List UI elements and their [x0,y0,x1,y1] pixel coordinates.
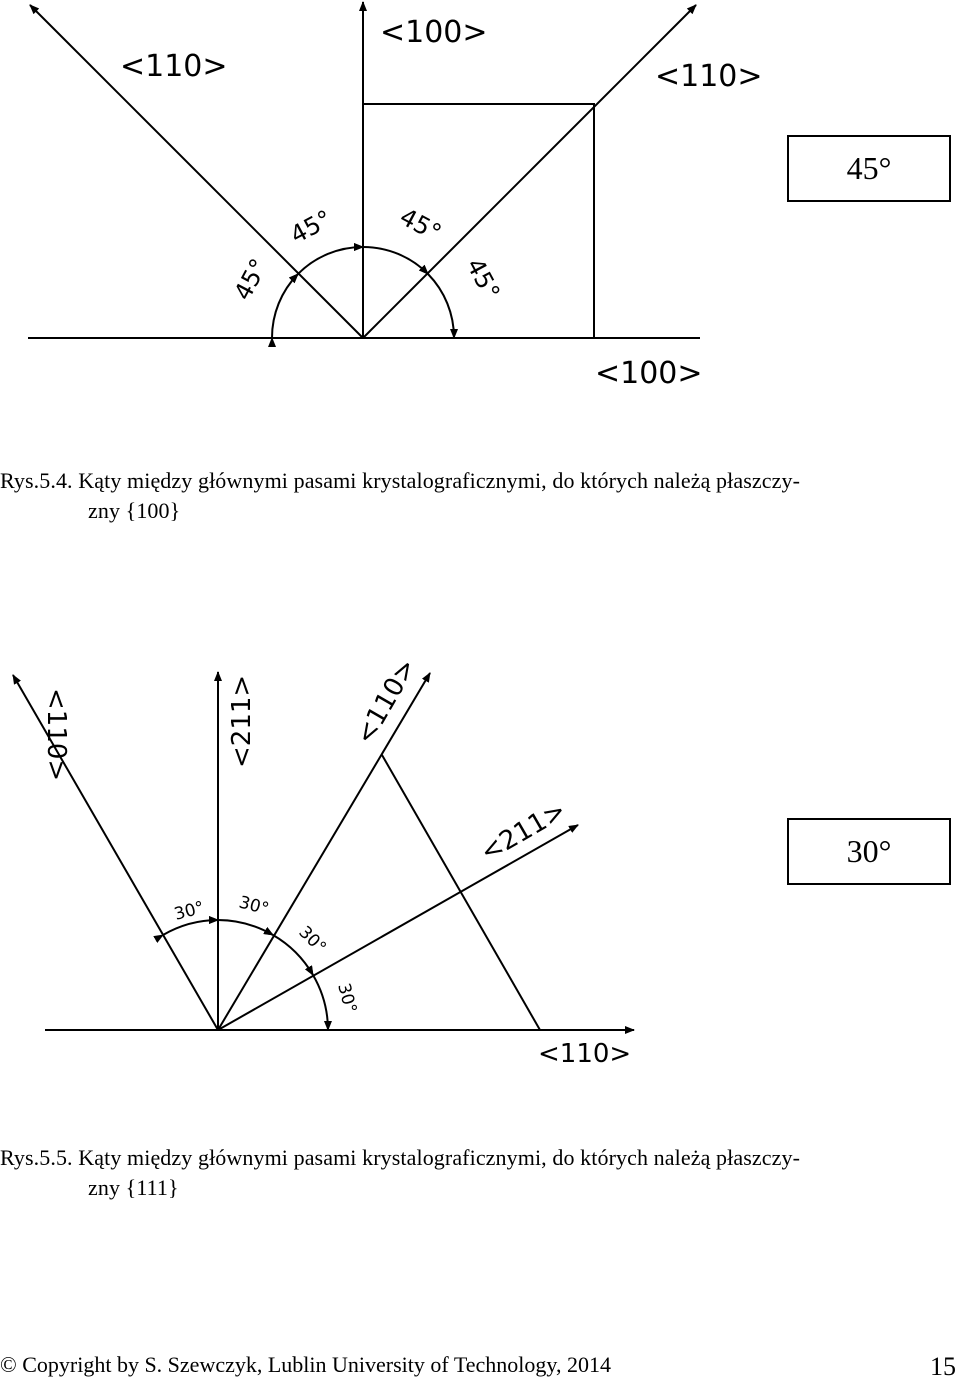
figure-111 [12,671,635,1034]
figure-100-labels: <110> <100> <110> <100> 45° 45° 45° 45° [120,15,763,391]
angle-arc-a [153,916,219,943]
angle-box-45: 45° [787,135,951,202]
label-vertical-211: <211> [227,675,257,768]
label-angle-1: 45° [229,254,274,305]
label-vertical-100: <100> [380,15,488,50]
angle-box-45-label: 45° [846,150,892,186]
angle-arc-2 [288,242,364,284]
angle-box-30: 30° [787,818,951,885]
label-angle-b: 30° [237,893,271,920]
label-angle-3: 45° [395,203,446,248]
label-horizontal-100: <100> [595,356,703,391]
label-left-110: <110> [41,688,71,781]
label-angle-4: 45° [461,254,506,305]
caption-figure-5-4-line2: zny {100} [88,498,181,523]
label-angle-2: 45° [286,205,337,250]
caption-figure-5-4-line1: Rys.5.4. Kąty między głównymi pasami kry… [0,468,801,493]
figure-111-labels: <110> <211> <110> <211> <110> 30° 30° 30… [41,654,631,1069]
angle-box-30-label: 30° [846,833,892,869]
axis-diagonal-right-110 [362,4,697,339]
axis-left-110 [12,674,219,1031]
label-upper-right-110: <110> [655,59,763,94]
caption-figure-5-4: Rys.5.4. Kąty między głównymi pasami kry… [0,466,800,526]
angle-arc-4 [418,264,459,339]
page-number: 15 [930,1352,956,1381]
figure-100 [28,1,700,348]
caption-figure-5-5: Rys.5.5. Kąty między głównymi pasami kry… [0,1143,800,1203]
axis-right-211 [217,824,579,1031]
label-upper-left-110: <110> [120,49,228,84]
caption-figure-5-5-line1: Rys.5.5. Kąty między głównymi pasami kry… [0,1145,801,1170]
label-horizontal-110: <110> [538,1039,631,1069]
footer-copyright: © Copyright by S. Szewczyk, Lublin Unive… [0,1352,611,1377]
angle-arc-b [208,915,274,936]
label-mid-right-110: <110> [350,654,423,750]
angle-arc-1 [268,273,299,348]
label-angle-c: 30° [294,922,329,957]
label-angle-d: 30° [333,981,360,1015]
projection-line [381,754,541,1031]
angle-arc-3 [353,243,429,275]
projection-box-lines [363,103,595,338]
caption-figure-5-5-line2: zny {111} [88,1175,179,1200]
axis-mid-right-110 [217,672,431,1031]
angle-arc-d [305,965,332,1031]
